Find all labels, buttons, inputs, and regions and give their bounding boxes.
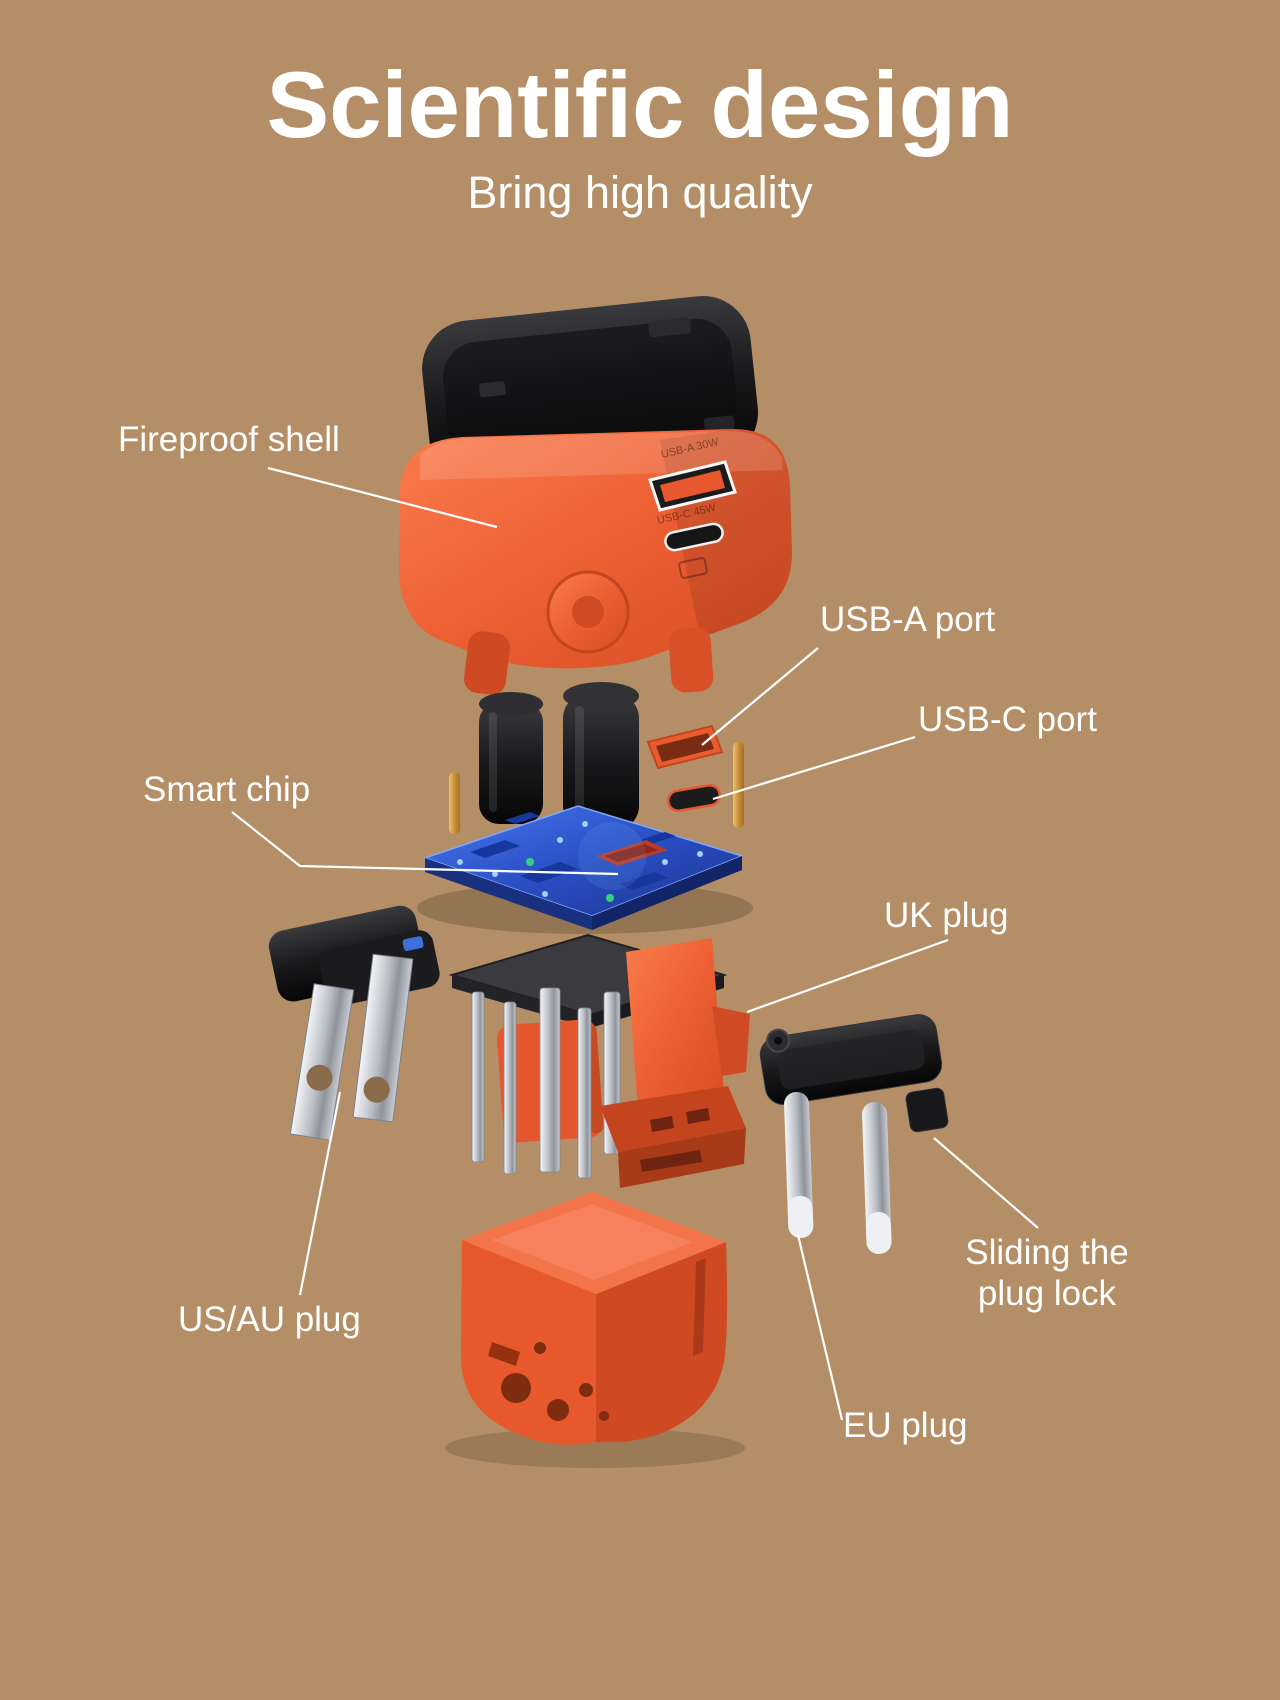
leader-line-plug-lock [933,1137,1039,1229]
usb-c-cutout [664,522,724,552]
leader-line-usb-a-port [701,647,819,746]
label-sliding-plug-lock: Sliding the plug lock [965,1233,1129,1314]
label-us-au-plug: US/AU plug [178,1300,361,1339]
smart-chip-pcb [417,805,753,934]
leader-line-uk-plug [746,938,949,1014]
label-uk-plug: UK plug [884,896,1009,935]
label-fireproof-shell: Fireproof shell [118,420,340,459]
capacitors [479,682,639,830]
page-subtitle: Bring high quality [467,167,813,218]
usb-c-port-component [666,783,722,813]
page-title: Scientific design [266,52,1014,157]
leader-line-fireproof-shell [267,466,498,529]
gold-contact-pins [449,742,744,834]
usb-a-cutout [648,460,737,512]
fireproof-shell-body: USB-A 30W USB-C 45W [399,429,792,695]
label-eu-plug: EU plug [843,1406,968,1445]
eu-plug-part [759,1014,949,1254]
us-au-plug-part [268,905,440,1141]
usb-a-port-component [646,724,724,770]
uk-plug-part [600,938,750,1188]
label-smart-chip: Smart chip [143,770,311,809]
bottom-shell [445,1192,745,1468]
leader-line-smart-chip [231,811,619,876]
leader-line-usb-c-port [712,735,916,801]
leader-line-eu-plug [796,1234,844,1421]
label-usb-c-port: USB-C port [918,700,1097,739]
label-usb-a-port: USB-A port [820,600,996,639]
plug-lock-slider [905,1087,949,1133]
leader-line-us-au-plug [298,1091,342,1296]
